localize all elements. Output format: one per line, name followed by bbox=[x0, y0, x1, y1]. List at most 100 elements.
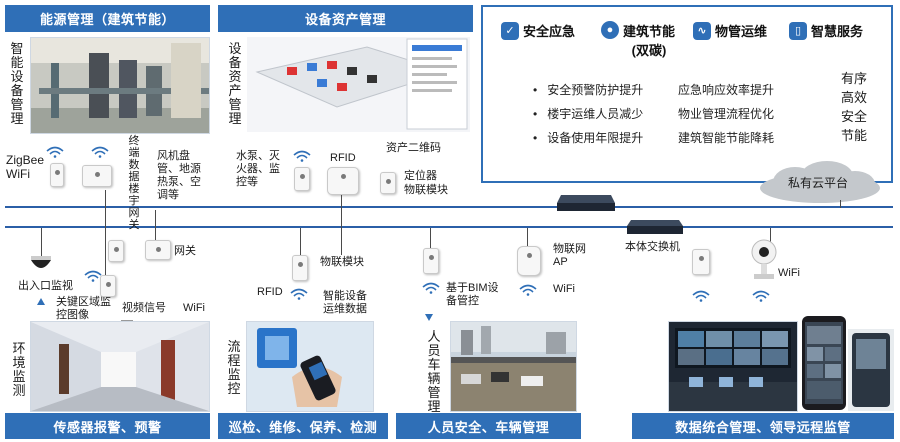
lightbulb-icon: ● bbox=[601, 21, 619, 39]
category-energy-text: 建筑节能 (双碳) bbox=[623, 21, 675, 59]
cloud-label: 私有云平台 bbox=[788, 176, 849, 190]
category-safety-label: 安全应急 bbox=[523, 24, 576, 39]
wifi-icon bbox=[290, 288, 308, 300]
bullet-1-right: 应急响应效率提升 bbox=[678, 83, 775, 97]
patrol-header: 巡检、维修、保养、检测 bbox=[218, 413, 388, 439]
zigbee-label: ZigBee bbox=[6, 153, 45, 167]
corridor-image bbox=[31, 322, 209, 411]
connector-line bbox=[105, 190, 106, 280]
wifi-icon bbox=[692, 290, 710, 302]
backbone-bottom bbox=[5, 226, 893, 228]
people-vehicle-label: 人员车辆管理 bbox=[427, 329, 441, 414]
backbone-top bbox=[5, 206, 893, 208]
key-area-label: 关键区域监控图像 bbox=[56, 296, 111, 321]
gateway-device-1 bbox=[108, 240, 124, 262]
gateway-label: 网关 bbox=[174, 245, 196, 257]
parking-image bbox=[451, 322, 576, 411]
terminal-data-label: 终端数据楼宇网关 bbox=[128, 135, 140, 231]
sensor-header: 传感器报警、预警 bbox=[5, 413, 210, 439]
connector-line bbox=[527, 228, 528, 253]
connector-line bbox=[341, 195, 342, 255]
category-ops-label: 物管运维 bbox=[715, 24, 768, 39]
video-module-device bbox=[100, 275, 116, 297]
video-wifi-label: WiFi bbox=[183, 302, 205, 314]
iot-ap-device bbox=[517, 246, 541, 276]
pump-room-photo bbox=[30, 37, 210, 134]
handheld-image bbox=[247, 322, 373, 411]
side-energy: 节能 bbox=[841, 128, 868, 143]
bullet-2-right: 物业管理流程优化 bbox=[678, 107, 775, 121]
video-signal-label: 视频信号 bbox=[122, 302, 166, 314]
process-monitor-label: 流程监控 bbox=[227, 339, 241, 396]
gateway-device-2 bbox=[145, 240, 171, 260]
energy-header-text: 能源管理（建筑节能） bbox=[39, 12, 175, 27]
connector-line bbox=[430, 228, 431, 248]
locator-device bbox=[380, 172, 396, 194]
ap-wifi-label: WiFi bbox=[553, 283, 575, 295]
asset-header-text: 设备资产管理 bbox=[304, 12, 386, 27]
bullet-2-left: • 楼宇运维人员减少 bbox=[533, 107, 644, 121]
category-safety: ✓ 安全应急 bbox=[501, 21, 575, 40]
bullet-3-left: • 设备使用年限提升 bbox=[533, 131, 644, 145]
wifi-icon bbox=[84, 270, 102, 282]
bullet-2-left-text: 楼宇运维人员减少 bbox=[547, 107, 644, 121]
handset-photo bbox=[848, 329, 894, 411]
wifi-icon bbox=[46, 146, 64, 158]
bim-label: 基于BIM设备管控 bbox=[446, 282, 499, 307]
side-efficient: 高效 bbox=[841, 90, 868, 105]
rfid-label: RFID bbox=[330, 152, 356, 164]
asset-dashboard-photo bbox=[247, 37, 470, 132]
iot-module2-label: 物联模块 bbox=[320, 256, 364, 268]
connector-line bbox=[770, 228, 771, 248]
parking-photo bbox=[450, 321, 577, 412]
connector-line bbox=[840, 200, 841, 208]
data-header: 数据统合管理、领导远程监管 bbox=[632, 413, 894, 439]
data-header-text: 数据统合管理、领导远程监管 bbox=[675, 419, 851, 435]
corridor-photo bbox=[30, 321, 210, 412]
arrow-up-icon bbox=[37, 298, 45, 305]
phone-photo bbox=[800, 316, 848, 411]
locator-label: 定位器 bbox=[404, 170, 437, 182]
shield-check-icon: ✓ bbox=[501, 21, 519, 40]
rfid-tag-device bbox=[292, 255, 308, 281]
category-service: ▯ 智慧服务 bbox=[789, 21, 863, 40]
energy-header: 能源管理（建筑节能） bbox=[5, 5, 210, 32]
phone-image bbox=[802, 316, 846, 410]
wifi-icon bbox=[293, 150, 311, 162]
smart-device-mgmt-label: 智能设备管理 bbox=[10, 41, 24, 126]
connector-line bbox=[155, 210, 156, 240]
category-energy-sub: (双碳) bbox=[631, 43, 667, 58]
control-room-image bbox=[669, 322, 797, 411]
safety-header: 人员安全、车辆管理 bbox=[396, 413, 581, 439]
sensor-header-text: 传感器报警、预警 bbox=[53, 419, 162, 435]
asset-dashboard-image bbox=[247, 37, 470, 132]
bullet-3-left-text: 设备使用年限提升 bbox=[547, 131, 644, 145]
benefit-side-list: 有序 高效 安全 节能 bbox=[841, 69, 867, 145]
dome-camera-icon bbox=[31, 256, 51, 268]
benefits-panel: ✓ 安全应急 ● 建筑节能 (双碳) ∿ 物管运维 ▯ 智慧服务 • 安全预警防… bbox=[481, 5, 893, 183]
bullet-1-left-text: 安全预警防护提升 bbox=[547, 83, 644, 97]
category-energy-label: 建筑节能 bbox=[623, 24, 676, 39]
control-room-photo bbox=[668, 321, 798, 412]
switch-device-icon bbox=[627, 220, 683, 234]
switch-label: 本体交换机 bbox=[625, 241, 680, 253]
pump-room-image bbox=[31, 38, 209, 133]
bullet-3-right: 建筑智能节能降耗 bbox=[678, 131, 775, 145]
router-device-icon bbox=[557, 195, 615, 211]
category-energy: ● 建筑节能 (双碳) bbox=[601, 21, 675, 59]
zigbee-wifi-label: WiFi bbox=[6, 167, 30, 181]
arrow-down-icon bbox=[425, 314, 433, 321]
connector-line bbox=[41, 228, 42, 258]
handheld-photo bbox=[246, 321, 374, 412]
wifi-icon bbox=[422, 282, 440, 294]
bim-controller-device bbox=[423, 248, 439, 274]
patrol-header-text: 巡检、维修、保养、检测 bbox=[228, 419, 378, 435]
bullet-1-left: • 安全预警防护提升 bbox=[533, 83, 644, 97]
side-safe: 安全 bbox=[841, 109, 868, 124]
wifi-icon bbox=[752, 290, 770, 302]
wifi-gateway-device bbox=[82, 165, 112, 187]
pumps-label: 水泵、灭火器、监控等 bbox=[236, 150, 280, 188]
entrance-label: 出入口监视 bbox=[18, 280, 73, 292]
phone-icon: ▯ bbox=[789, 21, 807, 40]
iot-module-label: 物联模块 bbox=[404, 184, 448, 196]
